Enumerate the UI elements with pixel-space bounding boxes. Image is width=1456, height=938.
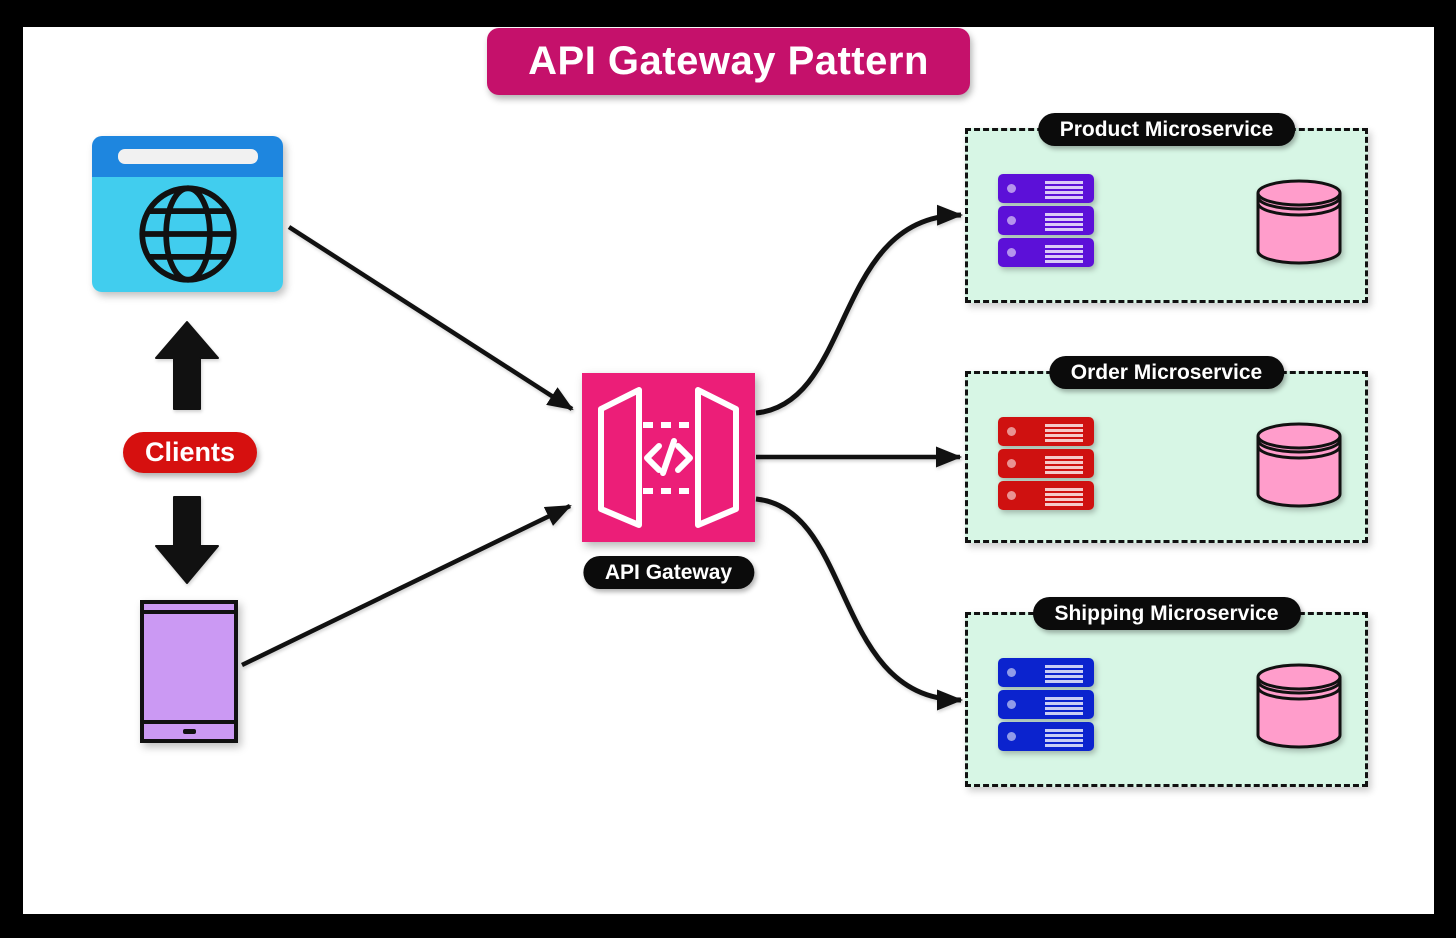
server-unit	[998, 449, 1094, 478]
phone-home-button	[182, 729, 196, 734]
order-server-stack-icon	[998, 417, 1094, 510]
product-microservice-box: Product Microservice	[965, 113, 1368, 303]
server-led	[1007, 732, 1016, 741]
shipping-database-icon	[1256, 663, 1342, 749]
clients-label: Clients	[123, 432, 257, 473]
product-server-stack-icon	[998, 174, 1094, 267]
browser-address-bar	[118, 149, 258, 164]
browser-header-bar	[92, 136, 283, 177]
phone-bottom-bar	[144, 720, 234, 739]
api-gateway-icon	[598, 387, 739, 528]
server-unit	[998, 417, 1094, 446]
server-unit	[998, 722, 1094, 751]
shipping-microservice-label: Shipping Microservice	[1032, 597, 1301, 630]
server-unit	[998, 658, 1094, 687]
globe-icon	[139, 185, 237, 283]
page-title: API Gateway Pattern	[487, 28, 970, 95]
server-unit	[998, 481, 1094, 510]
server-led	[1007, 427, 1016, 436]
server-unit	[998, 206, 1094, 235]
mobile-phone-icon	[140, 600, 238, 743]
server-vents	[1045, 729, 1083, 747]
server-led	[1007, 491, 1016, 500]
server-unit	[998, 174, 1094, 203]
order-microservice-label: Order Microservice	[1048, 356, 1285, 389]
server-vents	[1045, 213, 1083, 231]
server-led	[1007, 700, 1016, 709]
server-led	[1007, 459, 1016, 468]
phone-top-bar	[144, 604, 234, 614]
server-led	[1007, 248, 1016, 257]
server-vents	[1045, 456, 1083, 474]
phone-screen	[144, 614, 234, 720]
product-database-icon	[1256, 179, 1342, 265]
api-gateway-label: API Gateway	[582, 556, 755, 589]
server-led	[1007, 216, 1016, 225]
shipping-microservice-box: Shipping Microservice	[965, 597, 1368, 787]
server-vents	[1045, 245, 1083, 263]
server-vents	[1045, 665, 1083, 683]
product-microservice-label: Product Microservice	[1037, 113, 1296, 146]
server-unit	[998, 690, 1094, 719]
web-browser-icon	[92, 136, 283, 292]
browser-body	[92, 177, 283, 292]
server-vents	[1045, 488, 1083, 506]
server-vents	[1045, 181, 1083, 199]
order-microservice-box: Order Microservice	[965, 356, 1368, 543]
server-led	[1007, 184, 1016, 193]
server-led	[1007, 668, 1016, 677]
server-unit	[998, 238, 1094, 267]
server-vents	[1045, 697, 1083, 715]
server-vents	[1045, 424, 1083, 442]
order-database-icon	[1256, 422, 1342, 508]
shipping-server-stack-icon	[998, 658, 1094, 751]
api-gateway-node: API Gateway	[582, 373, 755, 589]
